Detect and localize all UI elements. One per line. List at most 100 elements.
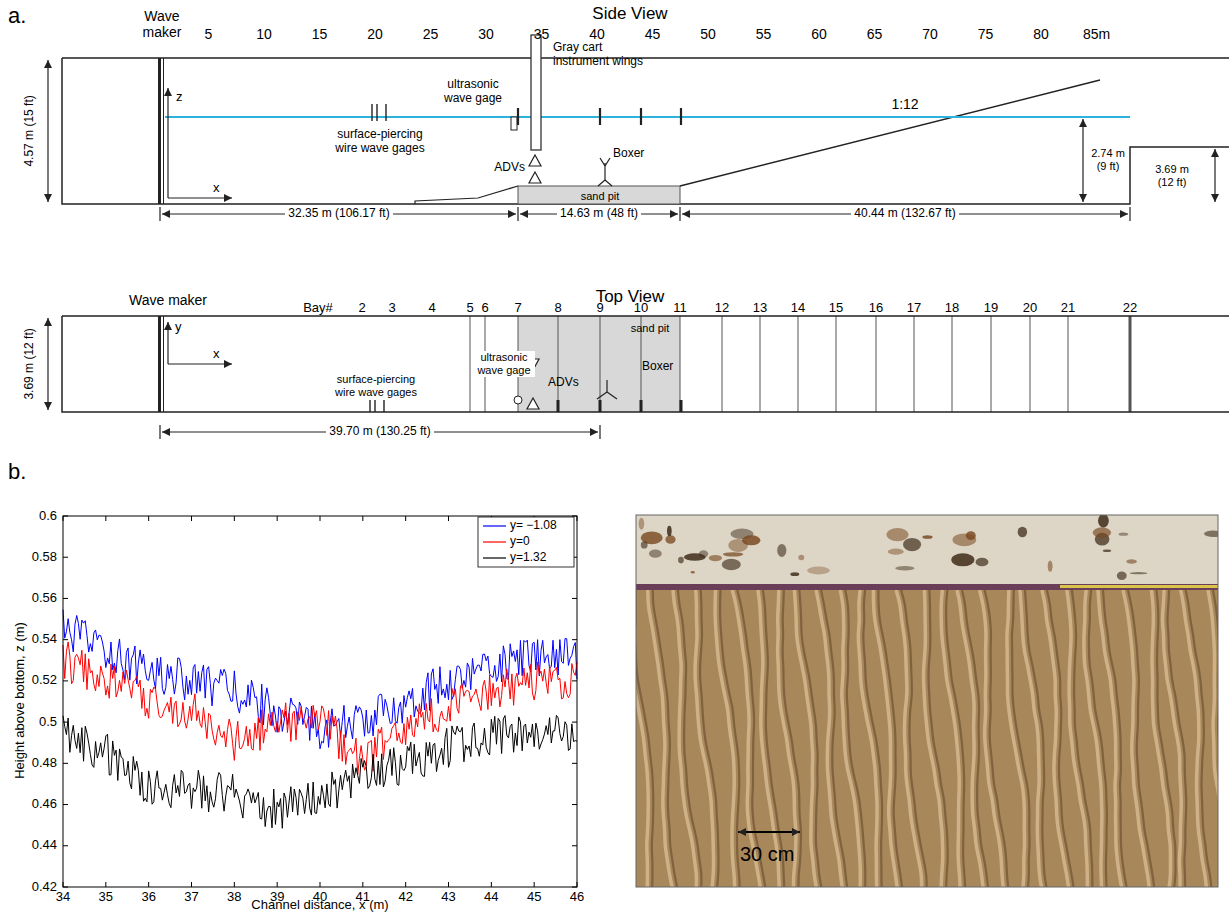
label: 30 cm: [740, 843, 794, 866]
dimension-tick: [159, 425, 160, 439]
ripple-crest: [732, 590, 760, 887]
label: 17: [907, 301, 921, 316]
rust-stain: [665, 535, 675, 543]
label: 11: [673, 301, 687, 316]
axis-tick: [191, 882, 192, 887]
ripple-shadow: [1156, 590, 1175, 887]
ripple-crest: [1208, 590, 1218, 887]
bay-line: [760, 316, 761, 412]
label: 3: [388, 301, 395, 316]
axis-tick: [148, 516, 149, 521]
bay-line: [836, 316, 837, 412]
label: 40: [589, 26, 605, 42]
sand-bed: [636, 515, 1218, 887]
scale-arrow: [738, 831, 800, 833]
dimension-tick: [159, 207, 160, 221]
data-line: [63, 715, 577, 828]
ripple-crest: [873, 590, 897, 887]
bay-line: [914, 316, 915, 412]
label: 39.70 m (130.25 ft): [326, 425, 433, 439]
legend-sample: [483, 557, 506, 558]
boxer-symbol: [598, 180, 605, 186]
label: ADVs: [548, 376, 579, 390]
axis-tick: [572, 680, 577, 681]
boxer-symbol: [597, 392, 607, 399]
wave-maker: [163, 58, 164, 204]
label: 9: [596, 301, 603, 316]
instrument-wing: [599, 108, 601, 125]
label: 8: [554, 301, 561, 316]
label: a.: [8, 3, 26, 28]
instrument-wing: [599, 400, 602, 412]
axis-tick: [534, 882, 535, 887]
label: 65: [867, 26, 883, 42]
ultrasonic-gage: [511, 117, 517, 130]
label: 45: [645, 26, 661, 42]
ramp: [415, 186, 518, 204]
bay-line: [1129, 316, 1132, 412]
adv-symbol: [527, 398, 539, 409]
axis-tick: [448, 882, 449, 887]
ripple-crest: [980, 590, 1004, 887]
boxer-symbol: [605, 180, 612, 186]
ripple-crest: [1123, 590, 1150, 887]
label: 19: [984, 301, 998, 316]
bay-line: [1068, 316, 1069, 412]
legend-label: y= −1.08: [510, 519, 557, 533]
label: 0.52: [32, 673, 57, 688]
axis-tick: [277, 516, 278, 521]
ripple-crest: [923, 590, 942, 887]
axis-tick: [572, 598, 577, 599]
rust-stain: [922, 535, 932, 539]
rust-stain: [966, 531, 976, 540]
rust-stain: [1119, 533, 1129, 536]
rust-stain: [684, 553, 706, 560]
wave-gage: [376, 104, 377, 121]
label: 85m: [1083, 26, 1110, 42]
label: 34: [56, 890, 70, 905]
label: 45: [527, 890, 541, 905]
label: 2: [358, 301, 365, 316]
label: 44: [484, 890, 498, 905]
axis-tick: [572, 763, 577, 764]
label: 5: [466, 301, 473, 316]
rust-stain: [1093, 527, 1111, 537]
instrument-wing: [680, 400, 683, 412]
ripple-crest: [896, 590, 922, 887]
rust-stain: [798, 555, 804, 560]
label: 30: [478, 26, 494, 42]
ripple-crest: [1163, 590, 1182, 887]
instrument-wing: [640, 108, 642, 125]
data-line: [63, 642, 577, 775]
label: 0.46: [32, 797, 57, 812]
label: 13: [753, 301, 767, 316]
legend-sample: [483, 525, 506, 526]
dimension-arrow: [47, 60, 48, 202]
bay-line: [680, 316, 681, 412]
label: 75: [978, 26, 994, 42]
label: Side View: [592, 4, 667, 24]
label: 50: [700, 26, 716, 42]
ripple-crest: [695, 590, 713, 887]
legend-sample: [483, 541, 506, 542]
label: 0.58: [32, 550, 57, 565]
label: Wave maker: [132, 8, 192, 40]
axis-tick: [63, 882, 64, 887]
label: 21: [1061, 301, 1075, 316]
ultrasonic-gage: [514, 396, 522, 404]
sand-pit: [518, 186, 680, 204]
adv-symbol: [529, 155, 541, 166]
rust-stain: [1204, 531, 1218, 537]
label: 16: [869, 301, 883, 316]
ripple-crest: [816, 590, 843, 887]
axis-tick: [572, 639, 577, 640]
boxer-symbol: [598, 158, 612, 186]
dimension-arrow: [1214, 149, 1215, 202]
ripple-shadow: [985, 590, 1009, 887]
bay-line: [722, 316, 723, 412]
rust-stain: [951, 553, 974, 566]
wave-maker: [163, 316, 164, 412]
instrument-wing: [680, 108, 682, 125]
axis-tick: [572, 516, 577, 517]
flume-outline: [62, 58, 1229, 204]
